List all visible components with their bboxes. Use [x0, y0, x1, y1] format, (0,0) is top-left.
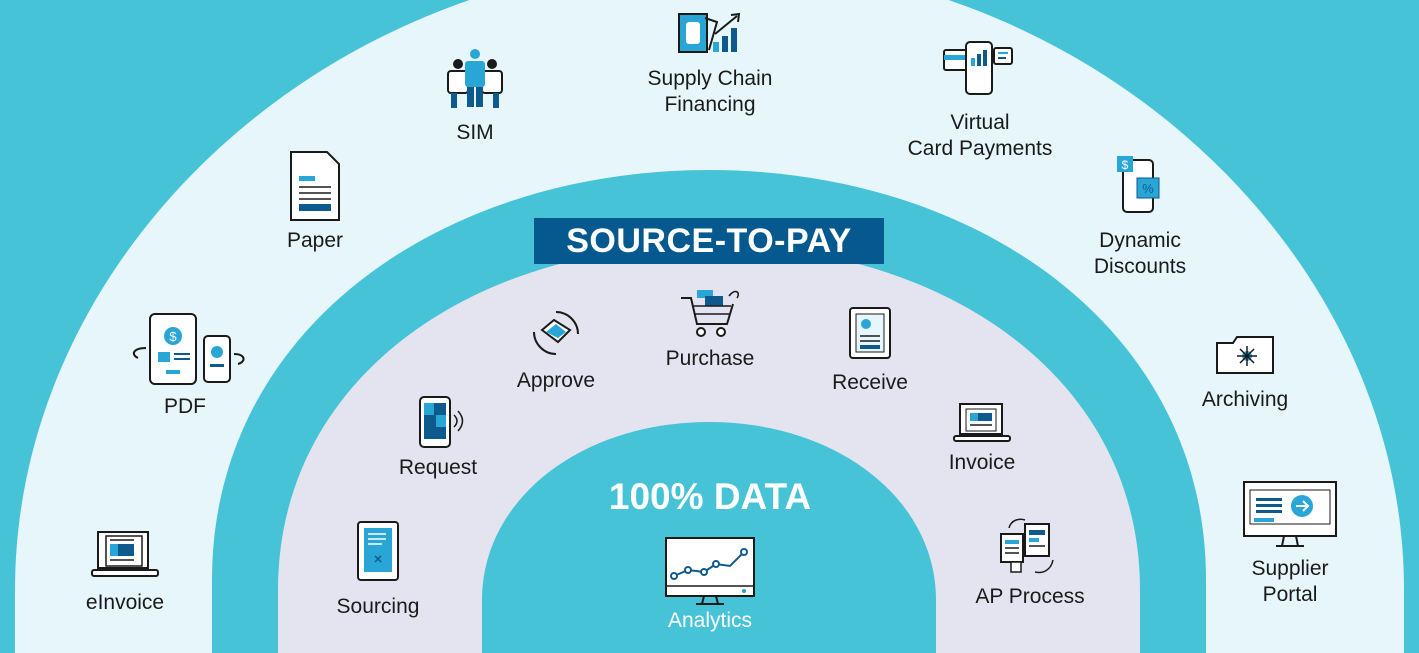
supplier-portal-monitor-icon [1243, 481, 1337, 547]
inner-item-label: Analytics [667, 609, 753, 632]
outer-item-label: PDF [164, 395, 206, 418]
outer-item-supplier-portal[interactable]: Supplier Portal [1225, 478, 1355, 608]
purchase-cart-icon [681, 290, 740, 337]
middle-item-label: Purchase [665, 347, 755, 370]
outer-item-paper[interactable]: Paper [260, 150, 370, 254]
virtual-card-payments-icon [943, 41, 1013, 95]
outer-item-einvoice[interactable]: eInvoice [60, 528, 190, 616]
middle-item-label: Sourcing [336, 595, 420, 618]
middle-item-receive[interactable]: Receive [810, 306, 930, 396]
middle-item-label: Request [398, 456, 478, 479]
invoice-laptop-icon [953, 403, 1011, 442]
outer-item-label: Archiving [1201, 388, 1289, 411]
supply-chain-financing-icon [678, 12, 741, 53]
outer-item-archiving[interactable]: Archiving [1180, 335, 1310, 413]
middle-item-label: Receive [832, 371, 908, 394]
middle-item-ap-process[interactable]: AP Process [950, 516, 1110, 610]
outer-item-label-line1: Dynamic [1099, 229, 1181, 252]
middle-item-invoice[interactable]: Invoice [922, 400, 1042, 476]
outer-item-label-line2: Discounts [1093, 255, 1187, 278]
outer-item-label-line2: Financing [664, 93, 756, 116]
paper-document-icon [290, 151, 340, 221]
outer-item-sim[interactable]: SIM [430, 48, 520, 146]
sim-people-icon [447, 49, 503, 108]
pdf-tablet-phone-icon: $ [132, 313, 245, 385]
request-phone-icon [419, 396, 464, 448]
svg-text:$: $ [1122, 158, 1129, 172]
svg-text:%: % [1142, 181, 1154, 196]
middle-item-label: Invoice [948, 451, 1016, 474]
outer-item-dynamic-discounts[interactable]: $ % Dynamic Discounts [1070, 154, 1210, 280]
inner-item-analytics[interactable]: Analytics [640, 536, 780, 634]
middle-item-approve[interactable]: Approve [496, 308, 616, 394]
outer-item-pdf[interactable]: $ PDF [110, 312, 260, 420]
sourcing-tablet-icon [357, 521, 399, 581]
source-to-pay-badge: SOURCE-TO-PAY [534, 218, 884, 264]
outer-item-label-line2: Portal [1262, 583, 1318, 606]
outer-item-virtual-card-payments[interactable]: Virtual Card Payments [900, 40, 1060, 162]
middle-item-request[interactable]: Request [378, 395, 498, 481]
receive-document-icon [849, 307, 891, 359]
outer-item-label-line1: Virtual [950, 111, 1010, 134]
archiving-folder-icon [1216, 336, 1274, 374]
middle-item-purchase[interactable]: Purchase [650, 286, 770, 372]
outer-item-label-line1: Supply Chain [647, 67, 773, 90]
outer-item-supply-chain-financing[interactable]: Supply Chain Financing [630, 10, 790, 118]
data-title: 100% DATA [608, 476, 812, 517]
middle-item-label: Approve [516, 369, 596, 392]
approve-hand-icon [533, 311, 579, 355]
dynamic-discounts-phone-icon: $ % [1117, 156, 1160, 213]
outer-item-label-line2: Card Payments [907, 137, 1053, 160]
ap-process-documents-icon [1000, 518, 1054, 574]
middle-item-label: AP Process [975, 585, 1085, 608]
outer-item-label: Paper [286, 229, 344, 252]
svg-text:$: $ [169, 329, 177, 344]
outer-item-label: SIM [456, 121, 494, 144]
outer-item-label-line1: Supplier [1251, 557, 1329, 580]
analytics-monitor-icon [665, 537, 755, 605]
outer-item-label: eInvoice [85, 591, 165, 614]
einvoice-laptop-icon [91, 531, 159, 577]
middle-item-sourcing[interactable]: Sourcing [318, 520, 438, 620]
